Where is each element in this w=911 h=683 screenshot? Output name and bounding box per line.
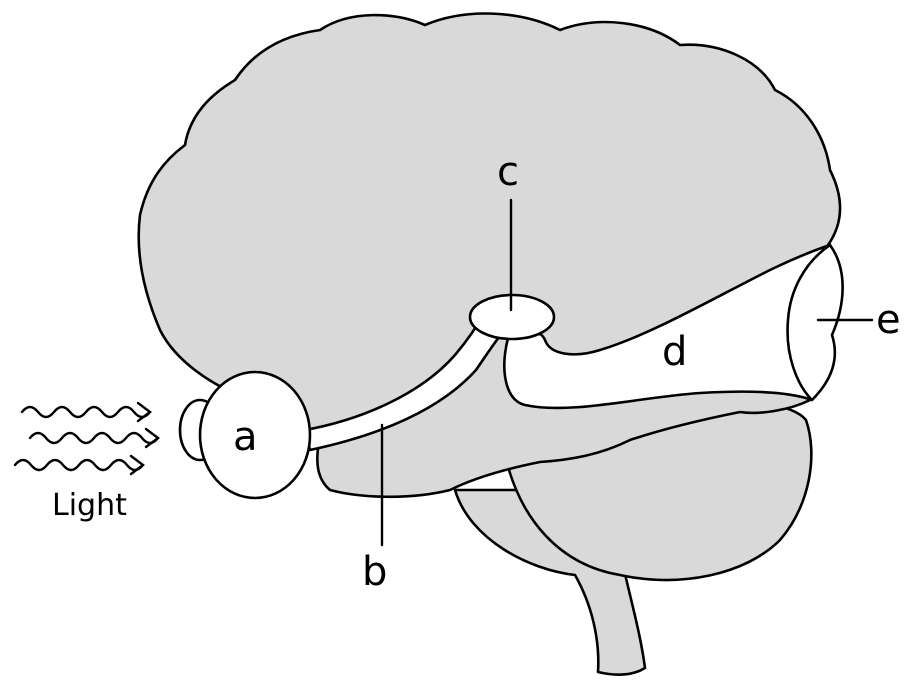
label-d: d	[662, 329, 687, 375]
visual-cortex	[786, 243, 844, 402]
label-a: a	[233, 414, 258, 460]
label-c: c	[497, 149, 519, 195]
optic-radiation	[503, 243, 832, 410]
label-b: b	[362, 549, 387, 595]
light-rays-icon	[13, 401, 160, 476]
eyeball	[198, 370, 312, 500]
light-label: Light	[52, 488, 127, 523]
label-e: e	[876, 297, 901, 343]
